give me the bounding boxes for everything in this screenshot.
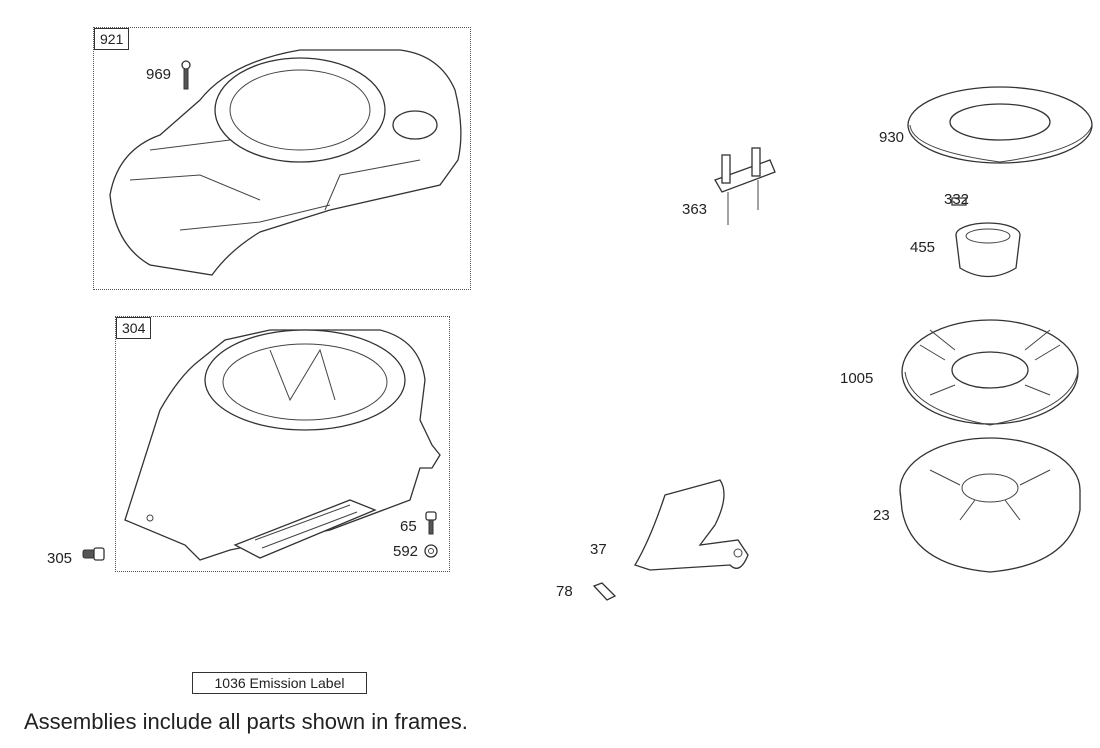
footer-note: Assemblies include all parts shown in fr… <box>24 709 468 734</box>
fan-1005-part <box>901 319 1079 426</box>
screw-969-part <box>181 60 191 90</box>
starter-cup-part <box>955 222 1021 278</box>
air-guide-part <box>634 479 749 571</box>
frame-304-tag: 304 <box>116 317 152 339</box>
callout-65: 65 <box>400 518 417 535</box>
emission-label-box: 1036 Emission Label <box>192 672 367 694</box>
callout-23: 23 <box>873 507 890 524</box>
screw-305-part <box>82 547 105 561</box>
callout-592: 592 <box>393 543 419 560</box>
callout-305: 305 <box>47 550 73 567</box>
nut-592-part <box>424 544 438 558</box>
callout-363: 363 <box>682 201 708 218</box>
callout-332: 332 <box>944 191 970 208</box>
frame-921: 921 <box>93 27 471 290</box>
blower-housing-cover-part <box>109 49 462 276</box>
blower-housing-part <box>124 329 441 561</box>
rotating-screen-part <box>907 86 1093 164</box>
callout-78: 78 <box>556 583 573 600</box>
screw-65-part <box>425 511 437 535</box>
frame-304: 304 <box>115 316 450 572</box>
flywheel-part <box>899 437 1081 573</box>
screw-78-part <box>592 582 617 601</box>
nut-332-part <box>951 197 967 206</box>
bracket-363-part <box>714 147 776 225</box>
callout-455: 455 <box>910 239 936 256</box>
callout-969: 969 <box>146 66 172 83</box>
callout-37: 37 <box>590 541 607 558</box>
callout-1005: 1005 <box>840 370 874 387</box>
callout-930: 930 <box>879 129 905 146</box>
frame-921-tag: 921 <box>94 28 130 50</box>
